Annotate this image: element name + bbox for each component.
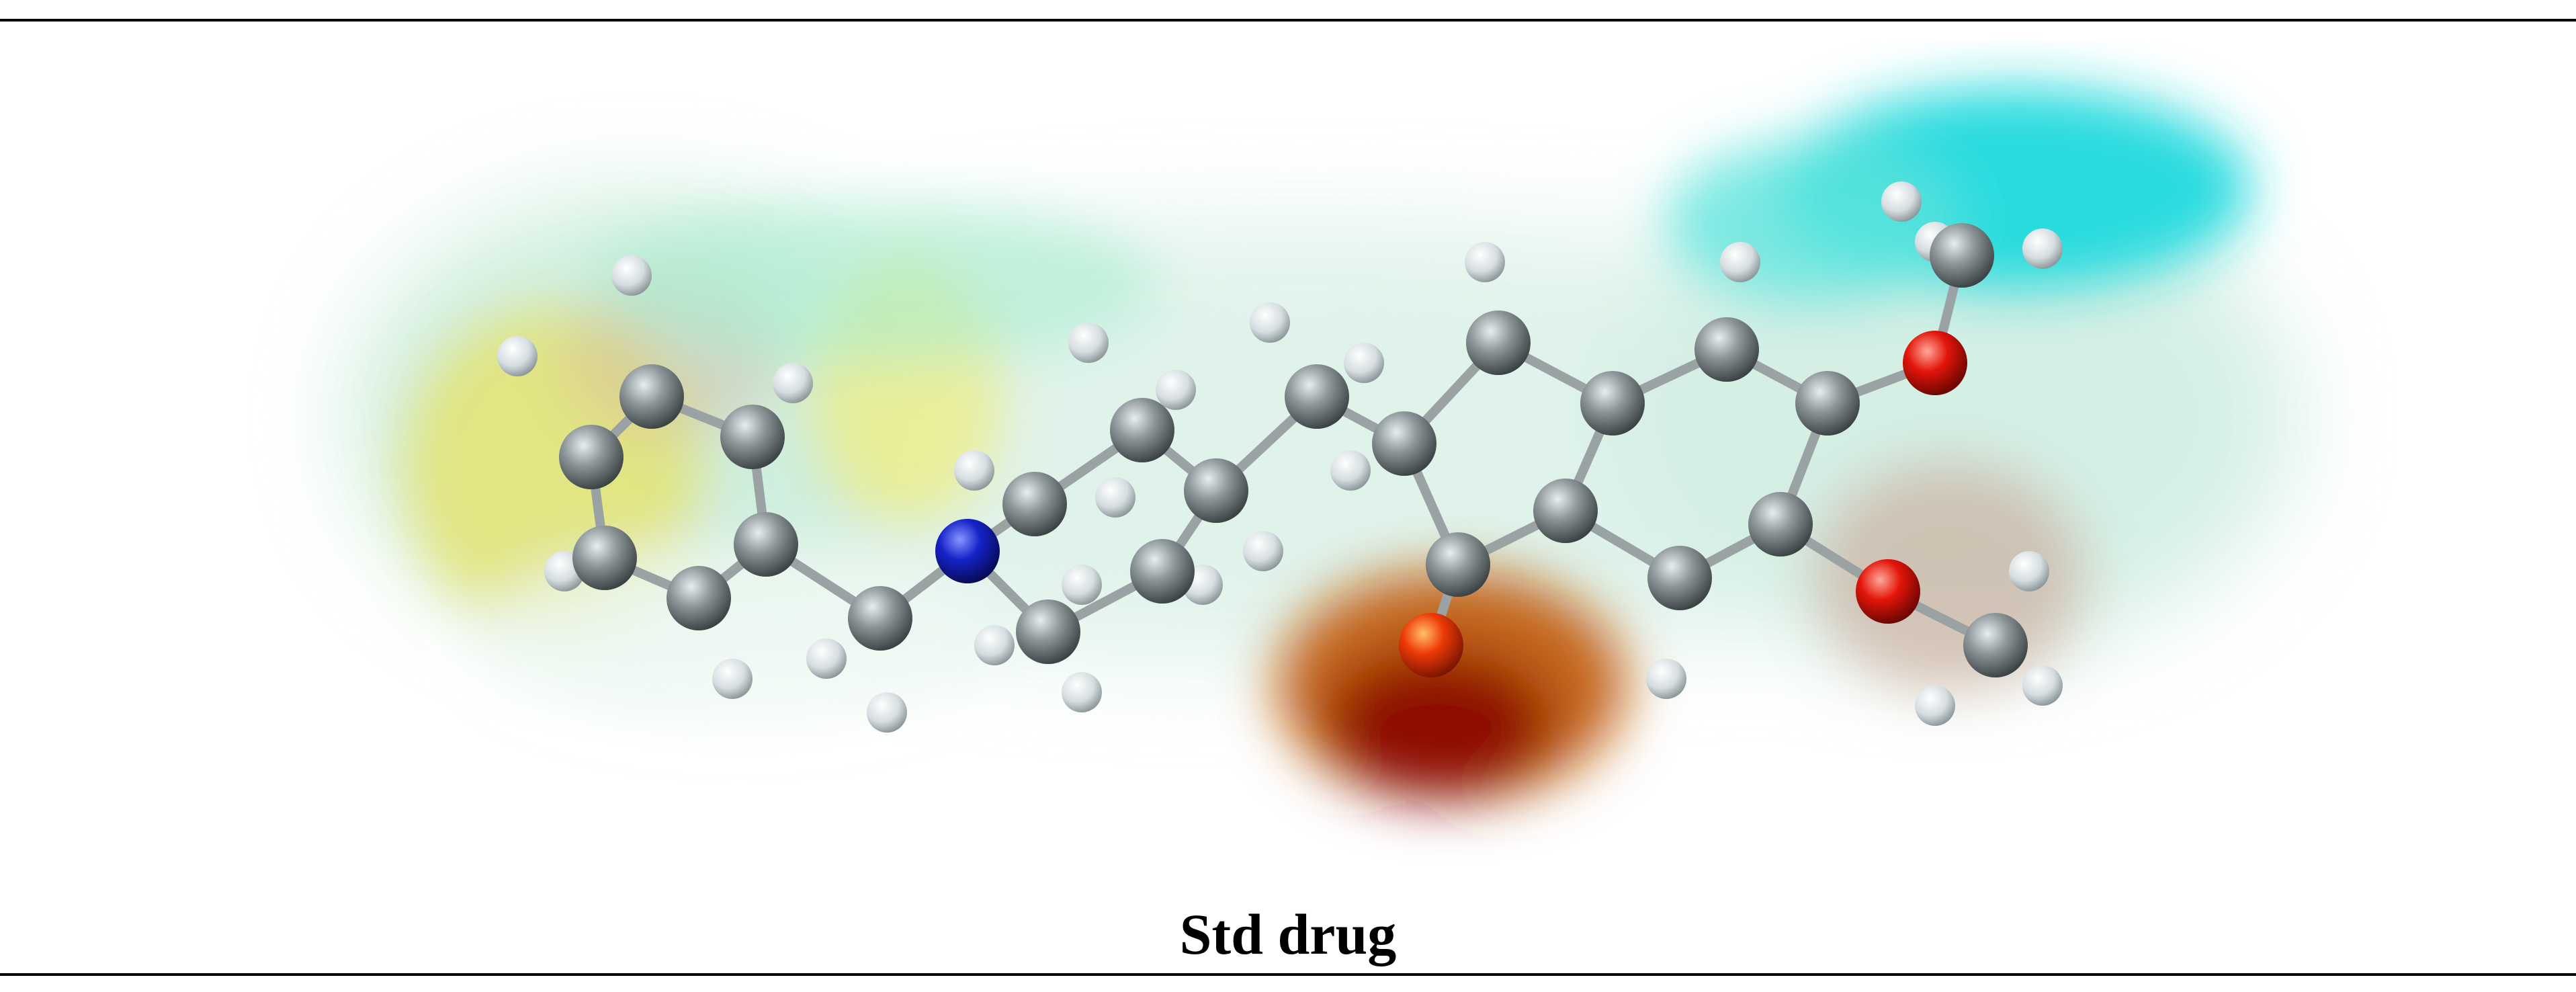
molecule-figure <box>0 40 2576 874</box>
potential-surface <box>349 87 2298 800</box>
top-rule <box>0 19 2576 22</box>
bottom-rule <box>0 973 2576 976</box>
methoxy-oxygen-atom-upper <box>1903 331 1967 395</box>
carbon-atoms <box>559 223 2028 677</box>
nitrogen-atom <box>935 519 1000 583</box>
carbonyl-oxygen-atom <box>1399 613 1463 677</box>
hydrogen-atoms <box>497 181 2063 733</box>
methoxy-oxygen-atom-lower <box>1856 559 1920 624</box>
molecule-render <box>349 87 2298 800</box>
heteroatoms <box>935 331 1967 677</box>
figure-caption: Std drug <box>1179 902 1397 966</box>
